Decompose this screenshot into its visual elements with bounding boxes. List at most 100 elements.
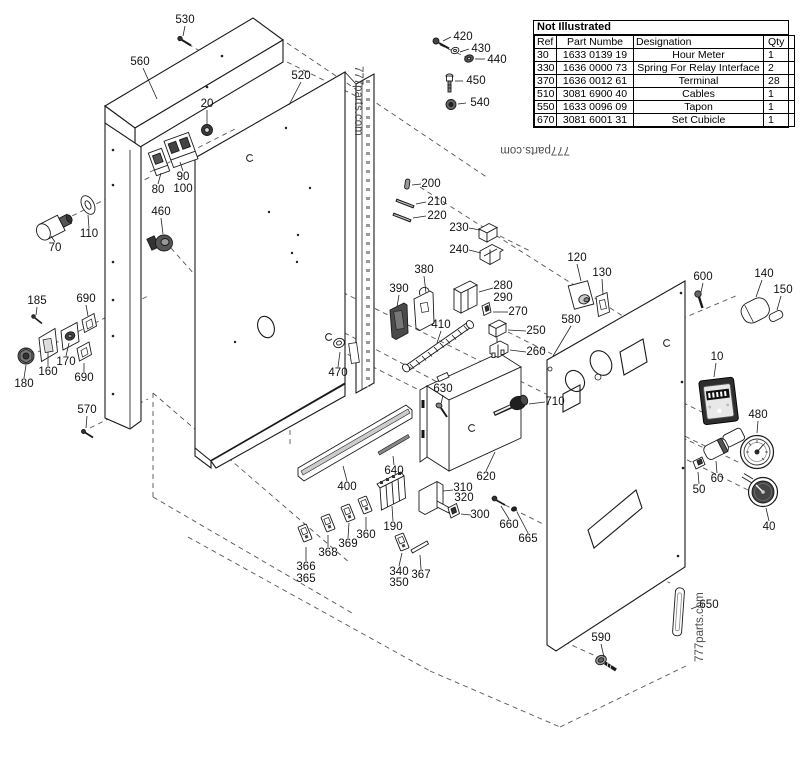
- part-570: [81, 429, 94, 439]
- part-650-handle: [672, 587, 685, 637]
- part-40-gauge: [741, 473, 779, 508]
- part-label-600: 600: [693, 271, 712, 283]
- part-label-190: 190: [383, 521, 402, 533]
- part-label-650: 650: [699, 599, 718, 611]
- part-220: [392, 212, 412, 223]
- part-530: [177, 35, 192, 47]
- part-710-knob: [493, 394, 529, 417]
- table-title: Not Illustrated: [534, 21, 788, 35]
- part-label-290: 290: [493, 292, 512, 304]
- door-panel-520: [194, 71, 375, 470]
- part-label-366: 366: [296, 561, 315, 573]
- part-label-20: 20: [201, 98, 214, 110]
- part-label-660: 660: [499, 519, 518, 531]
- part-410-terminal-strip: [401, 320, 475, 373]
- part-620-box: [419, 352, 522, 472]
- part-690-top: [81, 312, 98, 334]
- part-430: [450, 46, 460, 55]
- part-label-50: 50: [693, 484, 706, 496]
- col-header-qty: Qty: [763, 35, 795, 49]
- part-20: [201, 124, 213, 136]
- part-90-100: [163, 131, 199, 169]
- part-label-160: 160: [38, 366, 57, 378]
- part-369: [340, 503, 356, 523]
- col-header-part-numbe: Part Numbe: [556, 35, 634, 49]
- part-80: [147, 147, 171, 177]
- part-480-gauge: [722, 427, 775, 470]
- part-label-220: 220: [427, 210, 446, 222]
- part-label-80: 80: [152, 184, 165, 196]
- part-label-365: 365: [296, 573, 315, 585]
- part-label-368: 368: [318, 547, 337, 559]
- leader-lines: [23, 25, 782, 658]
- part-690-bottom: [76, 341, 93, 362]
- part-label-440: 440: [487, 54, 506, 66]
- part-label-590: 590: [591, 632, 610, 644]
- part-label-240: 240: [449, 244, 468, 256]
- part-230: [478, 222, 498, 243]
- part-380: [413, 286, 435, 332]
- part-label-300: 300: [470, 509, 489, 521]
- part-label-367: 367: [411, 569, 430, 581]
- part-240: [479, 243, 504, 266]
- part-10-hour-meter: [698, 376, 739, 426]
- part-label-360: 360: [356, 529, 375, 541]
- part-label-570: 570: [77, 404, 96, 416]
- part-label-260: 260: [526, 346, 545, 358]
- part-630: [435, 402, 448, 418]
- part-110: [80, 195, 96, 215]
- part-label-450: 450: [466, 75, 485, 87]
- part-label-10: 10: [711, 351, 724, 363]
- part-300: [447, 502, 461, 519]
- part-160: [38, 327, 58, 363]
- part-label-530: 530: [175, 14, 194, 26]
- part-390: [389, 302, 409, 341]
- part-label-380: 380: [414, 264, 433, 276]
- part-130: [595, 291, 610, 318]
- part-250: [487, 319, 508, 342]
- part-label-620: 620: [476, 471, 495, 483]
- part-170: [60, 321, 80, 351]
- part-label-40: 40: [763, 521, 776, 533]
- part-label-280: 280: [493, 280, 512, 292]
- part-label-580: 580: [561, 314, 580, 326]
- part-600: [694, 290, 704, 309]
- part-label-200: 200: [421, 178, 440, 190]
- part-label-100: 100: [173, 183, 192, 195]
- part-label-270: 270: [508, 306, 527, 318]
- part-label-210: 210: [427, 196, 446, 208]
- part-label-540: 540: [470, 97, 489, 109]
- part-label-230: 230: [449, 222, 468, 234]
- part-460: [146, 234, 173, 252]
- part-140: [740, 297, 770, 324]
- part-665: [511, 506, 517, 512]
- part-label-350: 350: [389, 577, 408, 589]
- part-label-90: 90: [177, 171, 190, 183]
- part-367: [410, 540, 430, 554]
- part-440: [464, 54, 474, 63]
- part-label-110: 110: [80, 228, 98, 240]
- part-label-180: 180: [14, 378, 33, 390]
- part-368: [320, 513, 336, 533]
- part-280-290: [453, 280, 478, 314]
- part-label-340: 340: [389, 566, 408, 578]
- part-label-665: 665: [518, 533, 537, 545]
- part-label-369: 369: [338, 538, 357, 550]
- part-450: [445, 73, 454, 93]
- part-50: [692, 456, 706, 470]
- part-label-520: 520: [291, 70, 310, 82]
- part-260: [489, 340, 509, 359]
- part-label-710: 710: [545, 396, 564, 408]
- frame-560: [104, 17, 284, 430]
- part-label-120: 120: [567, 252, 586, 264]
- col-header-ref: Ref: [534, 35, 557, 49]
